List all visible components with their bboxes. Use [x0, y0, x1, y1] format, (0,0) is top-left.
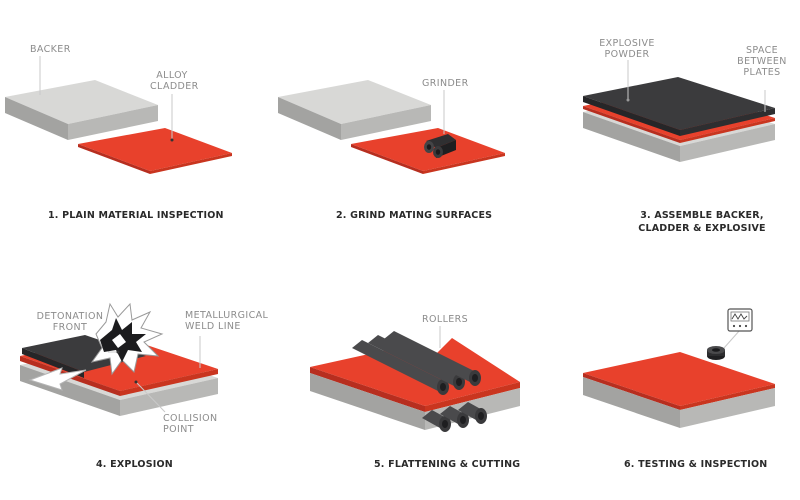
step-6-caption: 6. TESTING & INSPECTION: [624, 459, 768, 470]
step-5-graphic: [310, 326, 520, 432]
step-6-graphic: [583, 308, 775, 428]
collision-leader: [135, 381, 166, 413]
cladder-leader-dot: [170, 138, 174, 142]
detonation-front-label-line-1: DETONATION: [36, 311, 104, 322]
detonation-leader-dot: [116, 350, 120, 354]
space-between-plates-label: SPACE BETWEEN PLATES: [734, 45, 790, 78]
collision-leader-dot: [134, 380, 138, 384]
weld-line-label-line-1: METALLURGICAL: [185, 310, 269, 321]
rollers-label: ROLLERS: [422, 314, 469, 325]
step-3-caption: 3. ASSEMBLE BACKER, CLADDER & EXPLOSIVE: [622, 209, 782, 235]
monitor-leader: [723, 329, 741, 349]
step-4-graphic: [20, 302, 218, 416]
step-1-graphic: [5, 56, 232, 174]
explosive-powder-label: EXPLOSIVE POWDER: [598, 38, 656, 60]
backer-label: BACKER: [30, 44, 71, 55]
step-3-caption-line-2: CLADDER & EXPLOSIVE: [638, 223, 766, 234]
space-between-plates-label-line-1: SPACE: [745, 45, 779, 56]
backer-plate-2: [278, 80, 431, 140]
detonation-front-label: DETONATION FRONT: [34, 311, 106, 333]
explosive-powder-label-line-2: POWDER: [604, 49, 650, 60]
step-3-graphic: [583, 60, 775, 162]
step-2-graphic: [278, 80, 505, 174]
collision-point-label-line-2: POINT: [163, 424, 194, 435]
ultrasonic-monitor-icon: [727, 308, 753, 332]
finished-plate: [583, 352, 775, 428]
explosion-burst: [90, 302, 164, 376]
backer-plate: [5, 80, 158, 140]
bottom-rollers: [422, 402, 487, 432]
step-5-caption: 5. FLATTENING & CUTTING: [374, 459, 521, 470]
space-between-plates-label-line-2: BETWEEN: [737, 56, 787, 67]
metallurgical-weld-line-label: METALLURGICAL WELD LINE: [185, 310, 268, 332]
explosive-leader-dot: [626, 98, 630, 102]
step-1-caption: 1. PLAIN MATERIAL INSPECTION: [48, 210, 224, 221]
detonation-arrow: [28, 367, 87, 391]
explosive-layer: [583, 77, 775, 136]
step-2-caption: 2. GRIND MATING SURFACES: [336, 210, 493, 221]
step-4-caption: 4. EXPLOSION: [96, 459, 173, 470]
grinder-label: GRINDER: [422, 78, 469, 89]
top-rollers: [352, 331, 481, 395]
collision-point-label: COLLISION POINT: [163, 413, 218, 435]
detonation-front-label-line-2: FRONT: [52, 322, 88, 333]
step-3-caption-line-1: 3. ASSEMBLE BACKER,: [640, 210, 764, 221]
collision-point-label-line-1: COLLISION: [163, 413, 218, 424]
weld-line-label-line-2: WELD LINE: [185, 321, 241, 332]
test-probe: [707, 346, 725, 360]
alloy-cladder-label-line-1: ALLOY: [156, 70, 188, 81]
space-between-plates-label-line-3: PLATES: [743, 67, 781, 78]
alloy-cladder-plate: [78, 128, 232, 174]
alloy-cladder-label: ALLOY CLADDER: [150, 70, 199, 92]
alloy-cladder-label-line-2: CLADDER: [150, 81, 199, 92]
grinder-tool: [424, 134, 456, 158]
explosive-powder-label-line-1: EXPLOSIVE: [599, 38, 655, 49]
